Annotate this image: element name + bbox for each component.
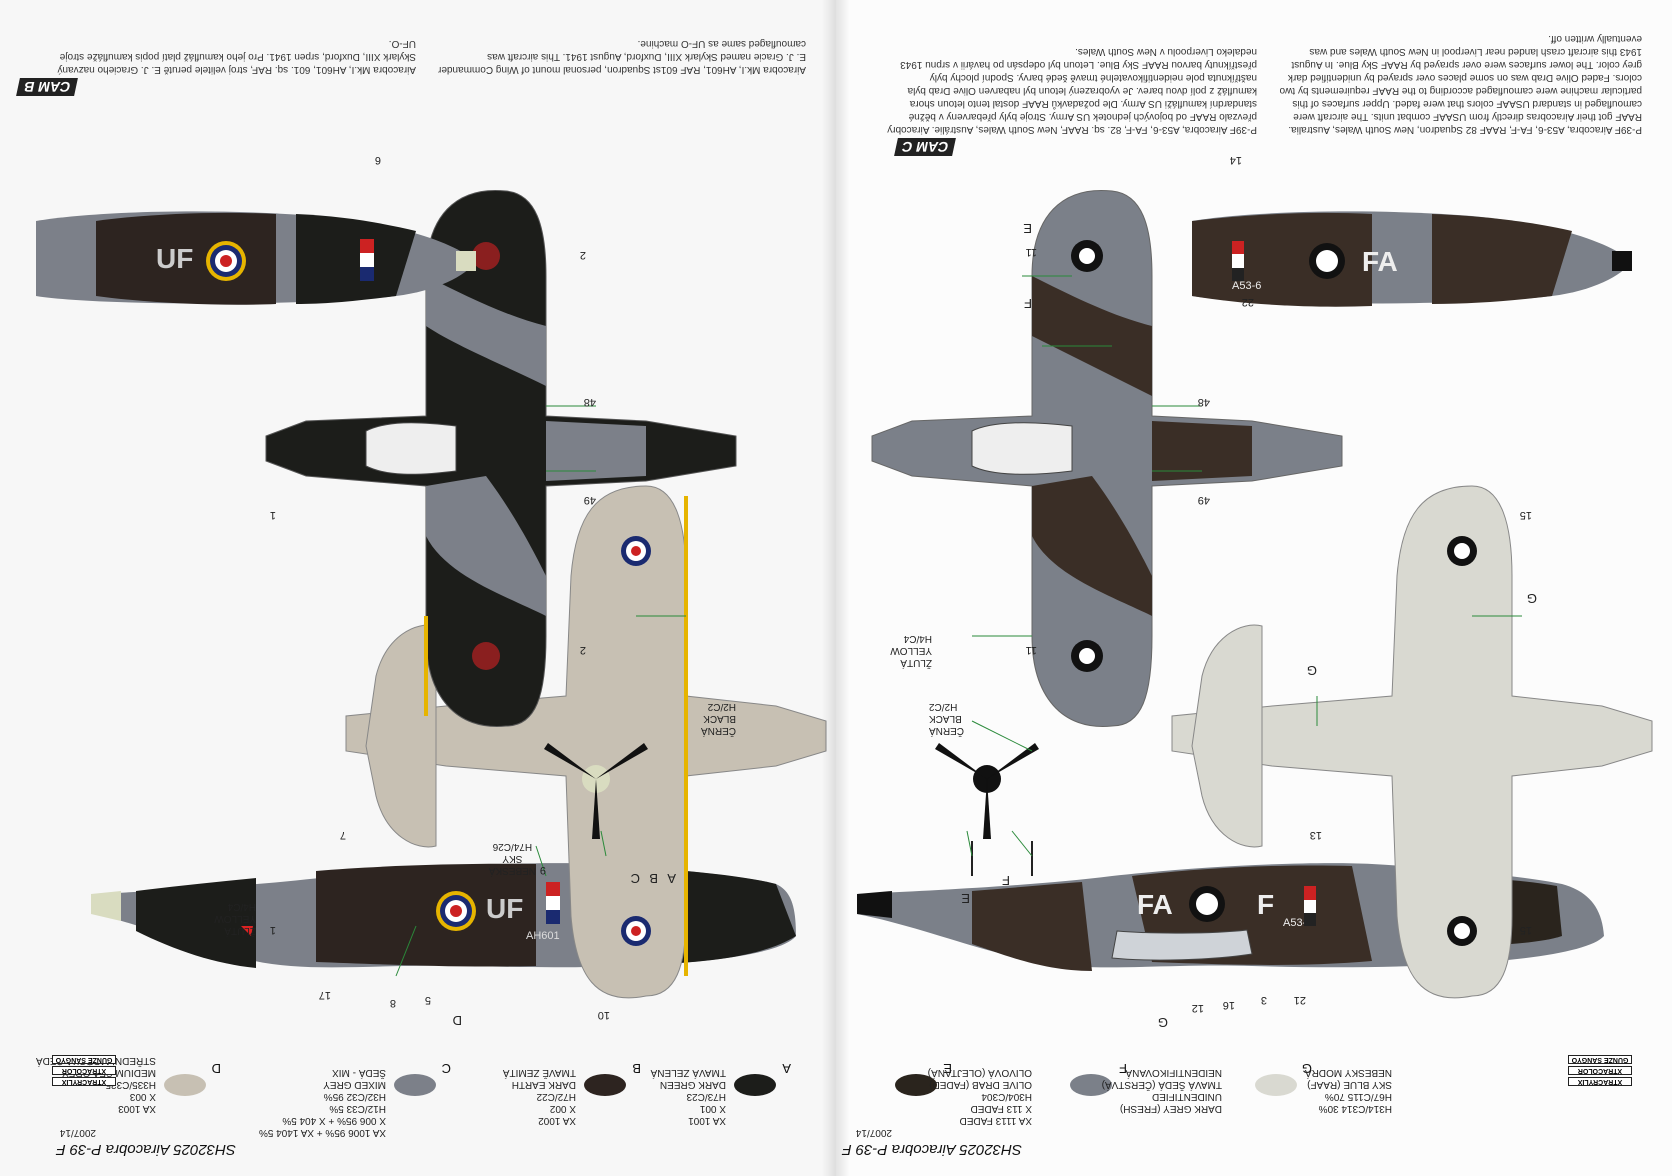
callout-g-2: G <box>1306 663 1317 678</box>
description-en-cam-c: P-39F Airacobra, A53-6, FA-F, RAAF 82 Sq… <box>1279 33 1642 135</box>
underside-planform-b <box>345 485 827 999</box>
color-g-text: H314/C314 30% H67/C115 70% SKY BLUE (RAA… <box>1304 1067 1392 1114</box>
callout-48: 48 <box>1197 396 1210 408</box>
callout-1: 1 <box>269 924 276 936</box>
callout-2-2: 2 <box>579 249 586 261</box>
swatch-d <box>164 1074 206 1096</box>
scheme-label-cam-b: CAM B <box>16 78 78 96</box>
description-cz-cam-b: Airacobra Mk.I, AH601, 601. sq. RAF, str… <box>57 38 416 75</box>
prop-color-label: ČERNÁ BLACK H2/C2 <box>928 701 964 736</box>
callout-10: 10 <box>597 1009 610 1021</box>
callout-a: A <box>667 871 676 886</box>
callout-f-2: F <box>1024 296 1032 311</box>
svg-text:UF: UF <box>486 893 523 924</box>
callout-5: 5 <box>424 994 431 1006</box>
swatch-b <box>584 1074 626 1096</box>
callout-f: F <box>1002 873 1010 888</box>
color-c-text: XA 1006 95% + XA 1404 5% X 006 95% + X 4… <box>258 1067 386 1138</box>
paint-brand-logos-b: XTRACRYLIX XTRACOLOR GUNZE SANGYO <box>52 986 116 1086</box>
swatch-c <box>394 1074 436 1096</box>
page-title-left: SH32025 Airacobra P-39 F <box>842 1141 1022 1158</box>
paint-brand-logos: XTRACRYLIX XTRACOLOR GUNZE SANGYO <box>1568 986 1632 1086</box>
callout-13: 13 <box>1309 829 1322 841</box>
side-profile-upper-b: UF AH601 <box>91 863 796 968</box>
callout-e-2: E <box>1023 221 1032 236</box>
binding-gutter <box>822 0 850 1176</box>
callout-7: 7 <box>339 829 346 841</box>
callout-12: 12 <box>1191 1002 1204 1014</box>
callout-9: 9 <box>539 864 546 876</box>
callout-2: 2 <box>579 644 586 656</box>
callout-48-b: 48 <box>583 396 596 408</box>
description-en-cam-b: Airacobra Mk.I, AH601, RAF 601st Squadro… <box>438 38 806 75</box>
callout-e: E <box>961 891 970 906</box>
nebeska-label: NEBESKÁ SKY H74/C26 <box>488 841 536 876</box>
callout-15-2: 15 <box>1519 509 1532 521</box>
propeller-cam-b <box>544 743 648 839</box>
callout-22: 22 <box>1241 296 1254 308</box>
callout-b: B <box>649 871 658 886</box>
leader-lines <box>966 275 1522 857</box>
callout-1-2: 1 <box>269 509 276 521</box>
cam-b-artwork: UF AH601 <box>36 189 827 999</box>
callout-g-3: G <box>1526 591 1537 606</box>
upper-planform-b <box>265 189 737 727</box>
color-f-text: DARK GREY (FRESH) UNIDENTIFIED TMAVÁ ŠED… <box>1101 1067 1222 1114</box>
color-a-text: XA 1001 X 001 H73/C23 DARK GREEN TMAVÁ Z… <box>650 1067 726 1126</box>
scheme-label-cam-c: CAM C <box>894 138 956 156</box>
page-title-right: SH32025 Airacobra P-39 F <box>56 1141 236 1158</box>
callout-c: C <box>630 871 640 886</box>
callout-6: 6 <box>374 154 381 166</box>
cam-c-artwork: F FA A53-6 <box>857 189 1653 999</box>
side-profile-lower: FA A53-6 <box>1192 211 1632 307</box>
callout-17: 17 <box>318 989 331 1001</box>
tip-color-label: ŽLUTÁ YELLOW H4/C4 <box>890 633 932 668</box>
callout-15: 15 <box>1519 924 1532 936</box>
color-b-text: XA 1002 X 002 H72/C22 DARK EARTH TMAVĚ Z… <box>502 1067 576 1126</box>
callout-16: 16 <box>1222 999 1235 1011</box>
callout-11-2: 11 <box>1025 246 1037 258</box>
svg-text:AH601: AH601 <box>526 930 560 942</box>
description-cz-cam-c: P-39F Airacobra, A53-6, FA-F, 82. sq. RA… <box>887 46 1257 135</box>
page-cam-c: SH32025 Airacobra P-39 F F FA A53-6 <box>836 0 1672 1176</box>
callout-8: 8 <box>389 997 396 1009</box>
propeller-cam-c <box>935 743 1039 839</box>
underside-planform <box>1171 485 1653 999</box>
svg-text:UF: UF <box>156 243 193 274</box>
callout-11: 11 <box>1025 644 1037 656</box>
upper-planform <box>871 189 1343 727</box>
svg-text:FA: FA <box>1137 889 1173 920</box>
callout-49: 49 <box>1197 494 1210 506</box>
prop-color-label-b: ČERNÁ BLACK H2/C2 <box>700 701 736 736</box>
callout-d: D <box>452 1013 462 1028</box>
svg-text:A53-6: A53-6 <box>1232 280 1261 292</box>
color-e-text: XA 1113 FADED X 113 FADED H304/C304 OLIV… <box>927 1067 1032 1126</box>
callout-49-b: 49 <box>583 494 596 506</box>
page-cam-b: UF AH601 <box>16 38 827 1158</box>
svg-text:FA: FA <box>1362 246 1398 277</box>
callout-g: G <box>1157 1015 1168 1030</box>
page-code-right: 2007/14 <box>59 1127 96 1138</box>
page-code-left: 2007/14 <box>855 1127 892 1138</box>
svg-text:F: F <box>1257 889 1274 920</box>
callout-3: 3 <box>1260 994 1267 1006</box>
callout-14: 14 <box>1229 154 1242 166</box>
swatch-g <box>1255 1074 1297 1096</box>
tip-color-label-b: ŽLUTÁ YELLOW H4/C4 <box>214 901 256 936</box>
side-profile-lower-b: UF <box>36 211 476 305</box>
leader-lines-b <box>395 405 686 977</box>
callout-21: 21 <box>1293 994 1306 1006</box>
swatch-a <box>734 1074 776 1096</box>
